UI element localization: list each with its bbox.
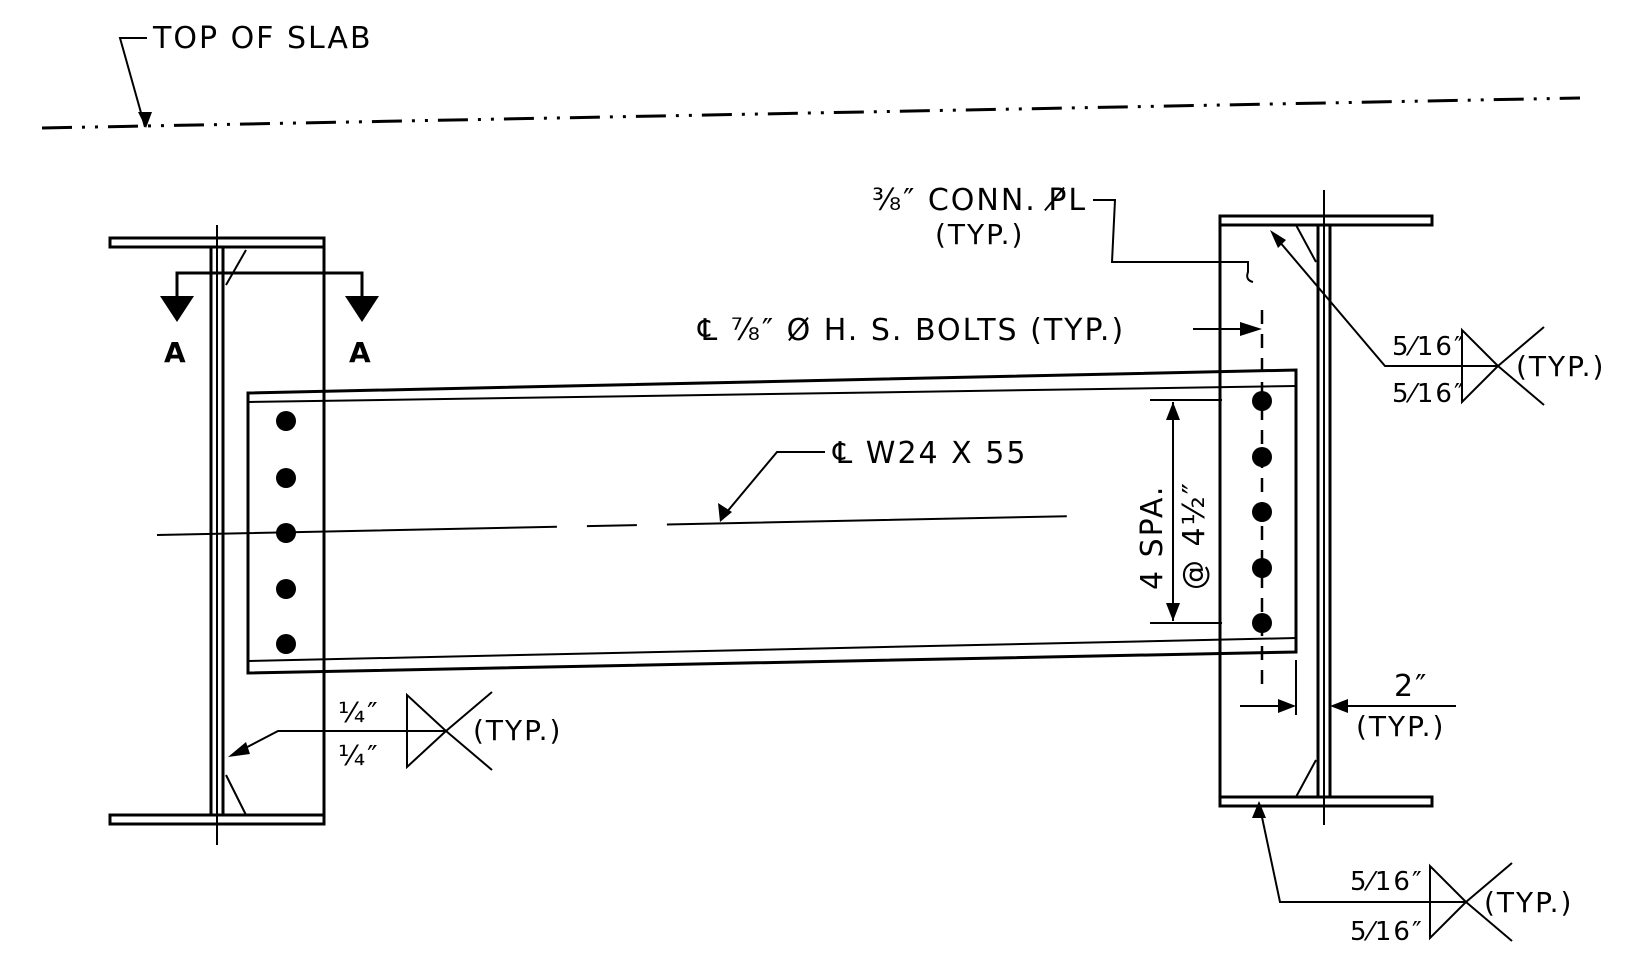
section-cut-a: A A <box>160 271 379 369</box>
bolt <box>276 468 296 488</box>
top-of-slab-line <box>41 96 1581 130</box>
left-weld-symbol: ¼″ ¼″ (TYP.) <box>228 691 562 772</box>
section-a-left-label: A <box>164 336 188 369</box>
spacing-label-count: 4 SPA. <box>1135 485 1170 590</box>
right-top-weld-bottom-size: 5⁄16″ <box>1392 379 1466 409</box>
bolt <box>276 411 296 431</box>
right-top-weld-tail: (TYP.) <box>1516 350 1605 383</box>
two-inch-typ-label: (TYP.) <box>1356 710 1445 743</box>
bolt-spacing-dimension: 4 SPA. @ 4½″ <box>1135 399 1222 624</box>
bolt <box>1252 391 1272 411</box>
beam-leader-arrowhead <box>718 503 732 522</box>
left-weld-bottom-size: ¼″ <box>338 739 380 772</box>
beam-leader <box>725 451 825 514</box>
bolts-label: ℄ ⅞″ Ø H. S. BOLTS (TYP.) <box>697 313 1125 348</box>
right-bolt-group <box>1252 391 1272 633</box>
bolt <box>276 634 296 654</box>
bolt <box>1252 613 1272 633</box>
bolt <box>276 579 296 599</box>
beam-centerline <box>156 509 1371 536</box>
left-weld-top-size: ¼″ <box>338 696 380 729</box>
right-top-weld-top-size: 5⁄16″ <box>1392 332 1466 362</box>
bolts-arrowhead <box>1240 322 1262 336</box>
two-inch-label: 2″ <box>1394 669 1428 704</box>
bolt <box>1252 502 1272 522</box>
right-bottom-weld-symbol: 5⁄16″ 5⁄16″ (TYP.) <box>1252 801 1573 947</box>
left-girder <box>108 225 326 845</box>
left-bolt-group <box>276 411 296 654</box>
spacing-label-dimension: @ 4½″ <box>1177 481 1212 590</box>
right-bottom-weld-tail: (TYP.) <box>1484 886 1573 919</box>
right-bottom-weld-top-size: 5⁄16″ <box>1350 867 1424 897</box>
top-of-slab-arrowhead <box>138 112 152 128</box>
section-a-left-arrow <box>160 296 194 322</box>
top-of-slab-label: TOP OF SLAB <box>152 21 373 56</box>
left-weld-tail: (TYP.) <box>473 714 562 747</box>
right-top-weld-symbol: 5⁄16″ 5⁄16″ (TYP.) <box>1270 230 1605 409</box>
two-inch-dimension: 2″ (TYP.) <box>1240 660 1456 743</box>
bolt <box>1252 447 1272 467</box>
section-a-right-arrow <box>345 296 379 322</box>
beam-label: ℄ W24 X 55 <box>832 436 1027 471</box>
section-a-right-label: A <box>349 336 373 369</box>
top-of-slab-leader <box>118 37 147 128</box>
conn-plate-label: ⅜″ CONN. P̸L <box>872 183 1087 218</box>
right-bottom-weld-bottom-size: 5⁄16″ <box>1350 917 1424 947</box>
conn-plate-leader <box>1093 199 1254 283</box>
conn-plate-typ-label: (TYP.) <box>935 218 1024 251</box>
bolt <box>1252 558 1272 578</box>
right-girder <box>1218 190 1434 825</box>
